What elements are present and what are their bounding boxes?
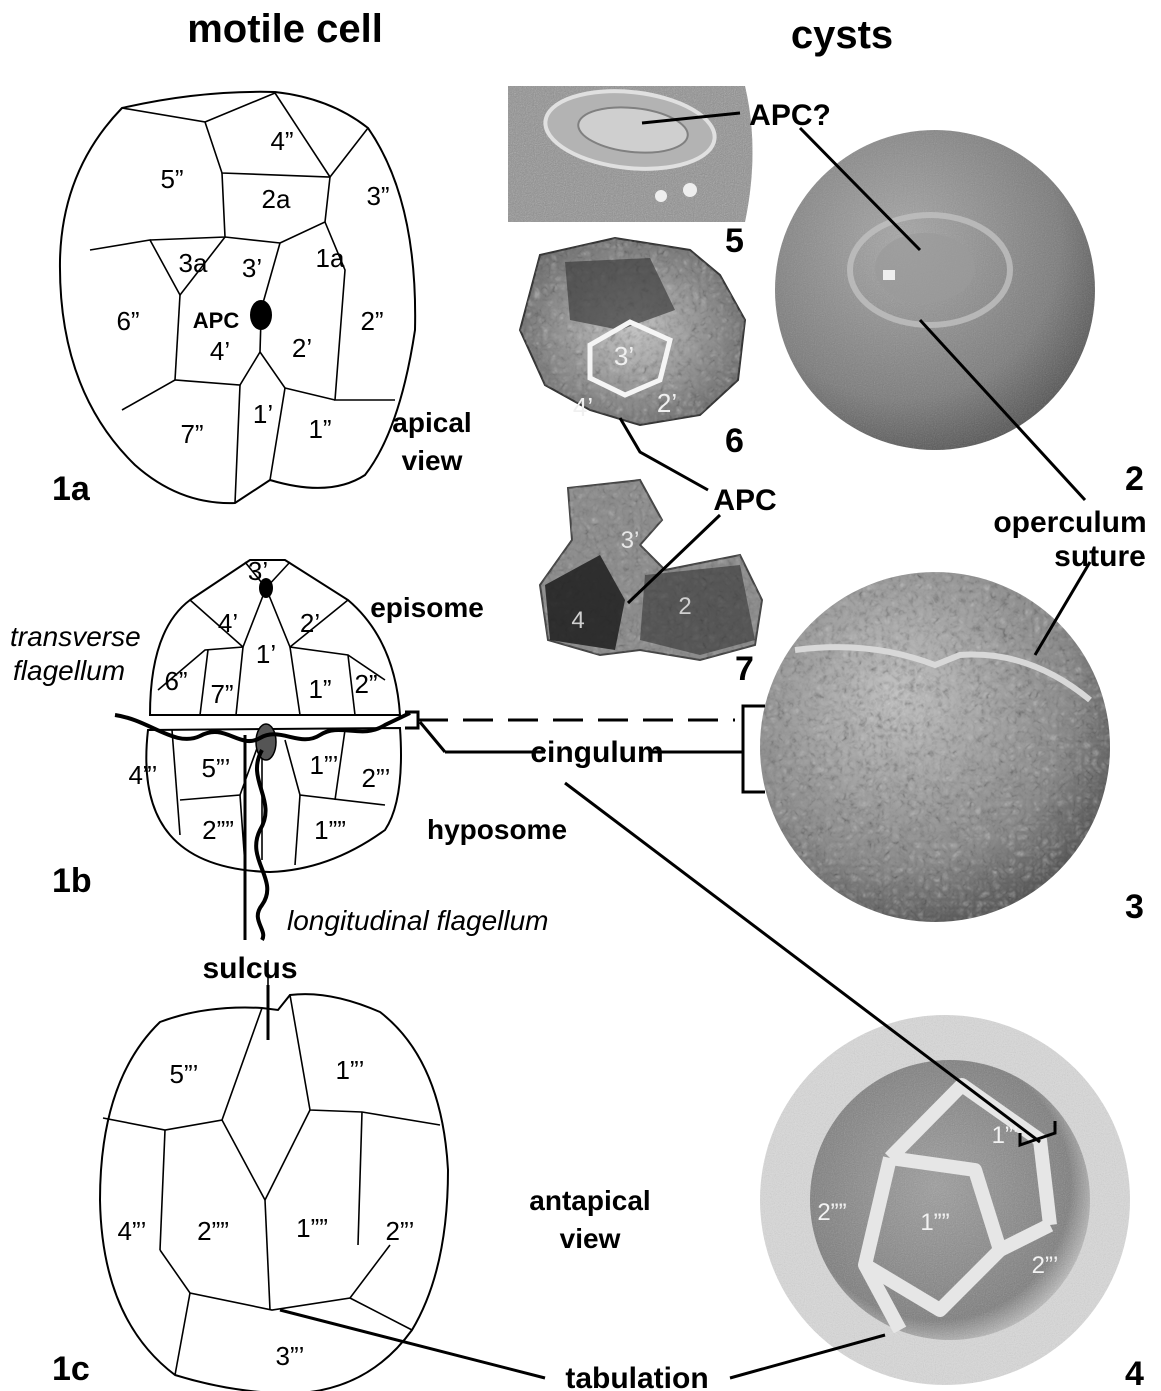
ant-plate-2ppp: 2”’ — [386, 1216, 415, 1246]
operculum-label-1: operculum — [993, 506, 1146, 539]
micro6-plate-4p: 4’ — [573, 392, 593, 422]
panel-label-4: 4 — [1125, 1355, 1144, 1391]
micro6-plate-3p: 3’ — [614, 341, 634, 371]
micro4-plate-1ppp: 1”’ — [992, 1122, 1019, 1149]
lat-plate-2ppp: 2”’ — [362, 763, 391, 793]
micrograph-2 — [775, 130, 1095, 450]
operculum-label-2: suture — [1054, 540, 1146, 573]
plate-3p: 3’ — [242, 253, 262, 283]
plate-1p: 1’ — [253, 399, 273, 429]
lateral-sutures — [158, 562, 385, 865]
lat-plate-6pp: 6” — [164, 666, 187, 696]
panel-label-1b: 1b — [52, 862, 92, 900]
apical-view-diagram: 4” 5” 2a 3” 3a 3’ 1a 6” 4’ 2’ 2” 7” 1’ 1… — [52, 92, 472, 508]
apical-pore-complex-marker — [250, 300, 272, 330]
apical-sutures — [90, 93, 395, 503]
plate-3a: 3a — [179, 248, 208, 278]
transverse-flagellum-label-2: flagellum — [13, 655, 125, 686]
ant-plate-1pppp: 1”” — [296, 1213, 328, 1243]
plate-3pp: 3” — [366, 181, 389, 211]
plate-1pp: 1” — [308, 414, 331, 444]
lat-plate-7pp: 7” — [210, 679, 233, 709]
plate-5pp: 5” — [160, 164, 183, 194]
panel-label-1a: 1a — [52, 470, 91, 508]
lat-plate-2p: 2’ — [300, 608, 320, 638]
transverse-flagellum-label-1: transverse — [10, 621, 141, 652]
cingulum-label: cingulum — [530, 736, 663, 769]
ant-plate-5ppp: 5”’ — [170, 1059, 199, 1089]
lat-plate-2pppp: 2”” — [202, 815, 234, 845]
ant-plate-2pppp: 2”” — [197, 1216, 229, 1246]
micrograph-3 — [760, 572, 1110, 922]
cysts-header: cysts — [791, 13, 893, 57]
tabulation-label: tabulation — [565, 1362, 708, 1391]
lat-plate-1pppp: 1”” — [314, 815, 346, 845]
plate-1a: 1a — [316, 243, 345, 273]
panel-label-1c: 1c — [52, 1350, 90, 1388]
longitudinal-flagellum-label: longitudinal flagellum — [287, 905, 549, 936]
apical-view-label-2: view — [402, 445, 463, 476]
sulcus-label: sulcus — [202, 952, 297, 985]
lat-plate-4ppp: 4”’ — [129, 760, 158, 790]
plate-6pp: 6” — [116, 306, 139, 336]
plate-2pp: 2” — [360, 306, 383, 336]
micro4-plate-2ppp: 2”’ — [1032, 1252, 1059, 1279]
antapical-view-diagram: 5”’ 1”’ 4”’ 2”” 1”” 2”’ 3”’ antapical vi… — [52, 960, 651, 1391]
micrograph-5 — [508, 83, 753, 222]
lat-plate-1p: 1’ — [256, 639, 276, 669]
hyposome-label: hyposome — [427, 814, 567, 845]
motile-cell-header: motile cell — [187, 7, 383, 51]
antapical-sutures — [103, 960, 440, 1375]
lat-plate-3p: 3’ — [248, 556, 268, 586]
antapical-view-label-2: view — [560, 1223, 621, 1254]
plate-4p: 4’ — [210, 336, 230, 366]
ant-plate-1ppp: 1”’ — [336, 1055, 365, 1085]
ant-plate-3ppp: 3”’ — [276, 1341, 305, 1371]
lateral-view-diagram: 3’ 4’ 2’ 1’ 6” 7” 1” 2” 4”’ 5”’ 1”’ 2”’ … — [10, 556, 567, 940]
panel-label-5: 5 — [725, 222, 744, 260]
lat-plate-4p: 4’ — [218, 608, 238, 638]
panel-label-7: 7 — [735, 650, 754, 688]
micro6-plate-2p: 2’ — [657, 388, 677, 418]
panel-label-2: 2 — [1125, 460, 1144, 498]
lat-plate-5ppp: 5”’ — [202, 753, 231, 783]
apc-question-label: APC? — [749, 99, 831, 132]
apc-label: APC — [713, 484, 776, 517]
antapical-view-label-1: antapical — [529, 1185, 650, 1216]
antapical-outline — [100, 994, 448, 1391]
panel-label-6: 6 — [725, 422, 744, 460]
micro7-plate-3p: 3’ — [621, 527, 640, 554]
plate-2p: 2’ — [292, 333, 312, 363]
lat-plate-1ppp: 1”’ — [310, 750, 339, 780]
panel-label-3: 3 — [1125, 888, 1144, 926]
micro7-plate-2: 2 — [678, 593, 691, 620]
micro4-plate-1pppp: 1”” — [920, 1209, 949, 1236]
apical-view-label-1: apical — [392, 407, 471, 438]
micrograph-6: 3’ 4’ 2’ — [520, 238, 745, 425]
episome-label: episome — [370, 592, 484, 623]
ant-plate-4ppp: 4”’ — [118, 1216, 147, 1246]
micro4-plate-2pppp: 2”” — [817, 1199, 846, 1226]
lat-plate-2pp: 2” — [354, 669, 377, 699]
plate-7pp: 7” — [180, 419, 203, 449]
plate-2a: 2a — [262, 184, 291, 214]
lat-plate-1pp: 1” — [308, 674, 331, 704]
micro7-plate-4: 4 — [571, 607, 584, 634]
apical-apc-label: APC — [193, 308, 240, 333]
plate-4pp: 4” — [270, 126, 293, 156]
